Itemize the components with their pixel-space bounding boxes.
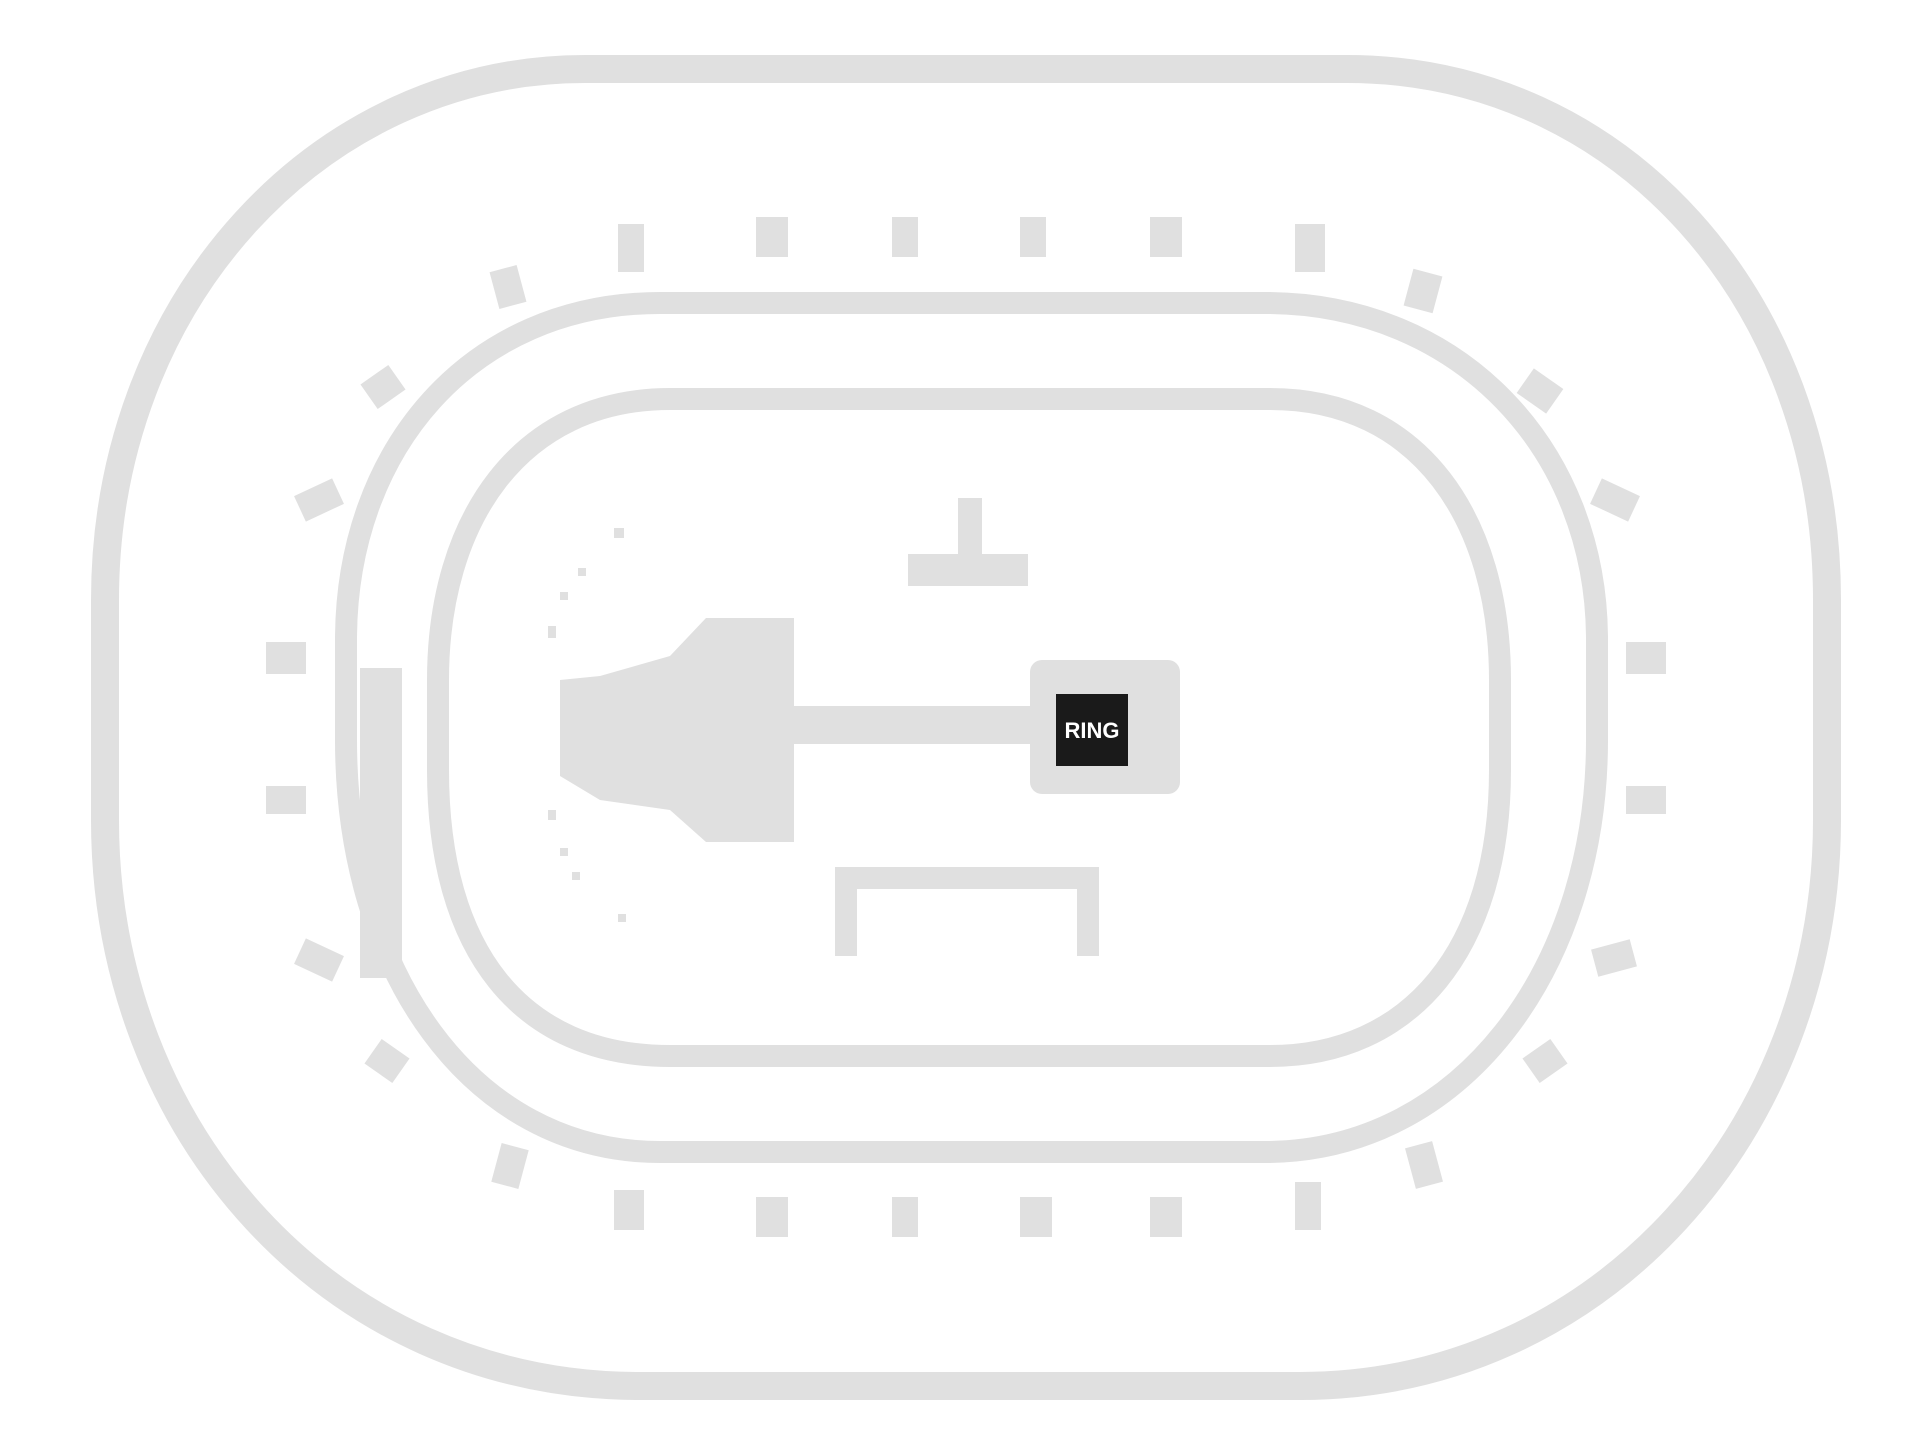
- section-marker[interactable]: [1626, 642, 1666, 674]
- section-marker[interactable]: [491, 1143, 529, 1189]
- section-marker[interactable]: [1522, 1038, 1568, 1084]
- outer-boundary: [91, 55, 1841, 1400]
- top-section-markers: [618, 217, 1325, 272]
- section-marker[interactable]: [1150, 1197, 1182, 1237]
- section-marker[interactable]: [294, 938, 344, 982]
- section-marker[interactable]: [756, 217, 788, 257]
- section-marker[interactable]: [1516, 368, 1564, 414]
- section-marker[interactable]: [892, 217, 918, 257]
- section-marker[interactable]: [1020, 217, 1046, 257]
- section-marker[interactable]: [756, 1197, 788, 1237]
- bottom-bracket-section[interactable]: [835, 867, 1099, 956]
- left-side-section[interactable]: [360, 668, 402, 978]
- section-marker[interactable]: [1405, 1141, 1443, 1189]
- floor-dots: [548, 528, 626, 922]
- section-marker[interactable]: [489, 265, 527, 309]
- section-marker[interactable]: [360, 364, 406, 410]
- section-marker[interactable]: [1403, 268, 1443, 314]
- ring[interactable]: RING: [1056, 694, 1128, 766]
- ring-label: RING: [1065, 718, 1120, 743]
- middle-concourse: [335, 292, 1608, 1163]
- section-marker[interactable]: [618, 224, 644, 272]
- left-section-markers: [266, 265, 529, 1189]
- entrance-walkway: [560, 618, 1034, 842]
- section-marker[interactable]: [294, 478, 344, 522]
- right-section-markers: [1403, 268, 1666, 1189]
- section-marker[interactable]: [266, 786, 306, 814]
- section-marker[interactable]: [1150, 217, 1182, 257]
- ring-box[interactable]: [1056, 694, 1128, 766]
- bottom-section-markers: [614, 1182, 1321, 1237]
- section-marker[interactable]: [1020, 1197, 1052, 1237]
- section-marker[interactable]: [614, 1190, 644, 1230]
- inner-floor: [427, 388, 1511, 1067]
- section-marker[interactable]: [1590, 478, 1640, 522]
- section-marker[interactable]: [364, 1038, 410, 1084]
- top-t-marker: [908, 498, 1028, 586]
- section-marker[interactable]: [266, 642, 306, 674]
- section-marker[interactable]: [892, 1197, 918, 1237]
- section-marker[interactable]: [1626, 786, 1666, 814]
- section-marker[interactable]: [1295, 1182, 1321, 1230]
- section-marker[interactable]: [1591, 939, 1637, 977]
- section-marker[interactable]: [1295, 224, 1325, 272]
